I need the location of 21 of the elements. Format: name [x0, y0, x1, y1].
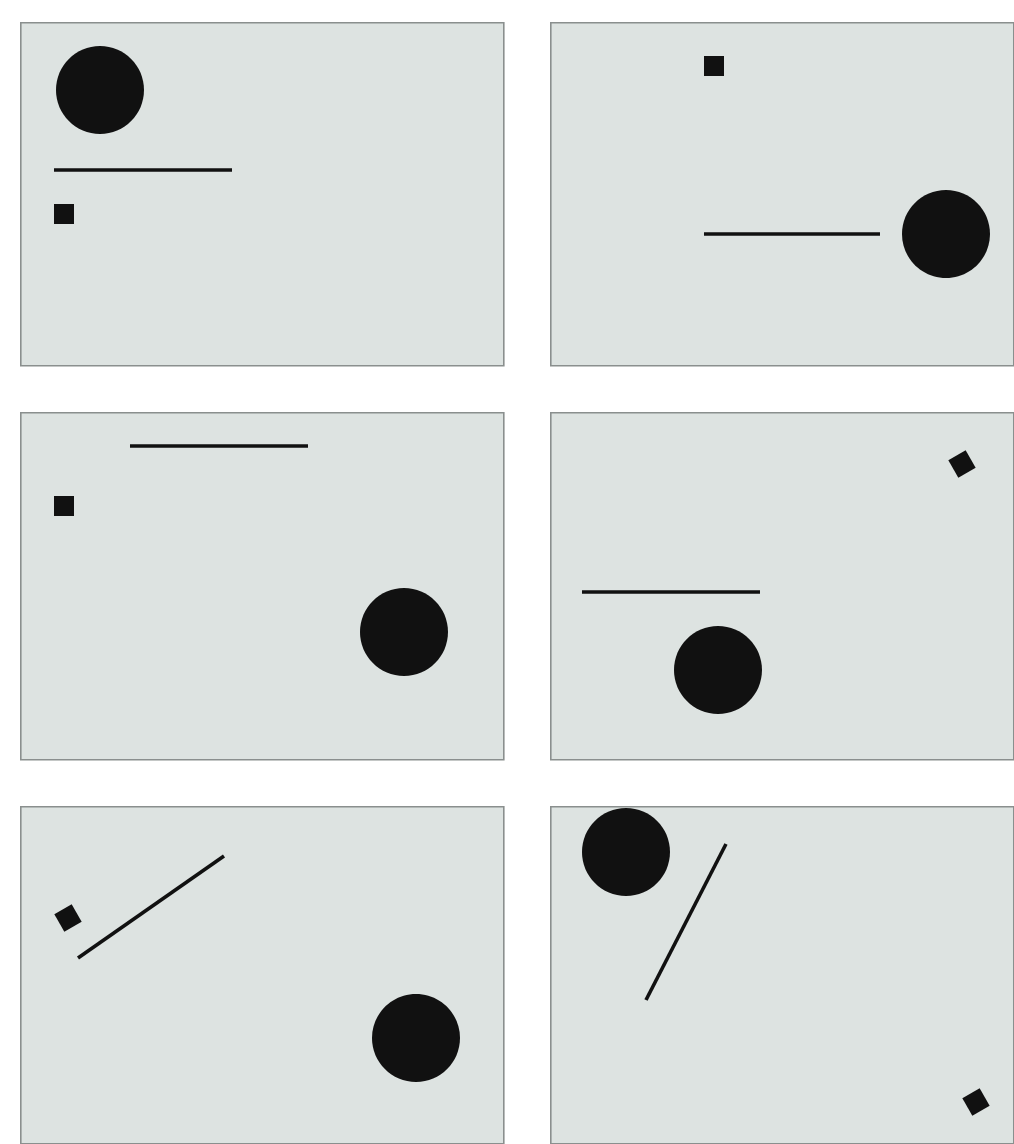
- line: [130, 444, 308, 448]
- panel-box: [20, 412, 505, 761]
- line: [54, 168, 232, 172]
- panel-box: [20, 22, 505, 367]
- circle: [902, 190, 990, 278]
- circle: [360, 588, 448, 676]
- line: [704, 232, 880, 236]
- circle: [674, 626, 762, 714]
- circle: [372, 994, 460, 1082]
- circle: [582, 808, 670, 896]
- panel-box: [550, 22, 1014, 367]
- panel-box: [20, 806, 505, 1144]
- square: [54, 496, 74, 516]
- line: [644, 843, 728, 1001]
- square: [54, 204, 74, 224]
- circle: [56, 46, 144, 134]
- panel-box: [550, 412, 1014, 761]
- line: [76, 854, 226, 960]
- panel-box: [550, 806, 1014, 1144]
- square: [704, 56, 724, 76]
- line: [582, 590, 760, 594]
